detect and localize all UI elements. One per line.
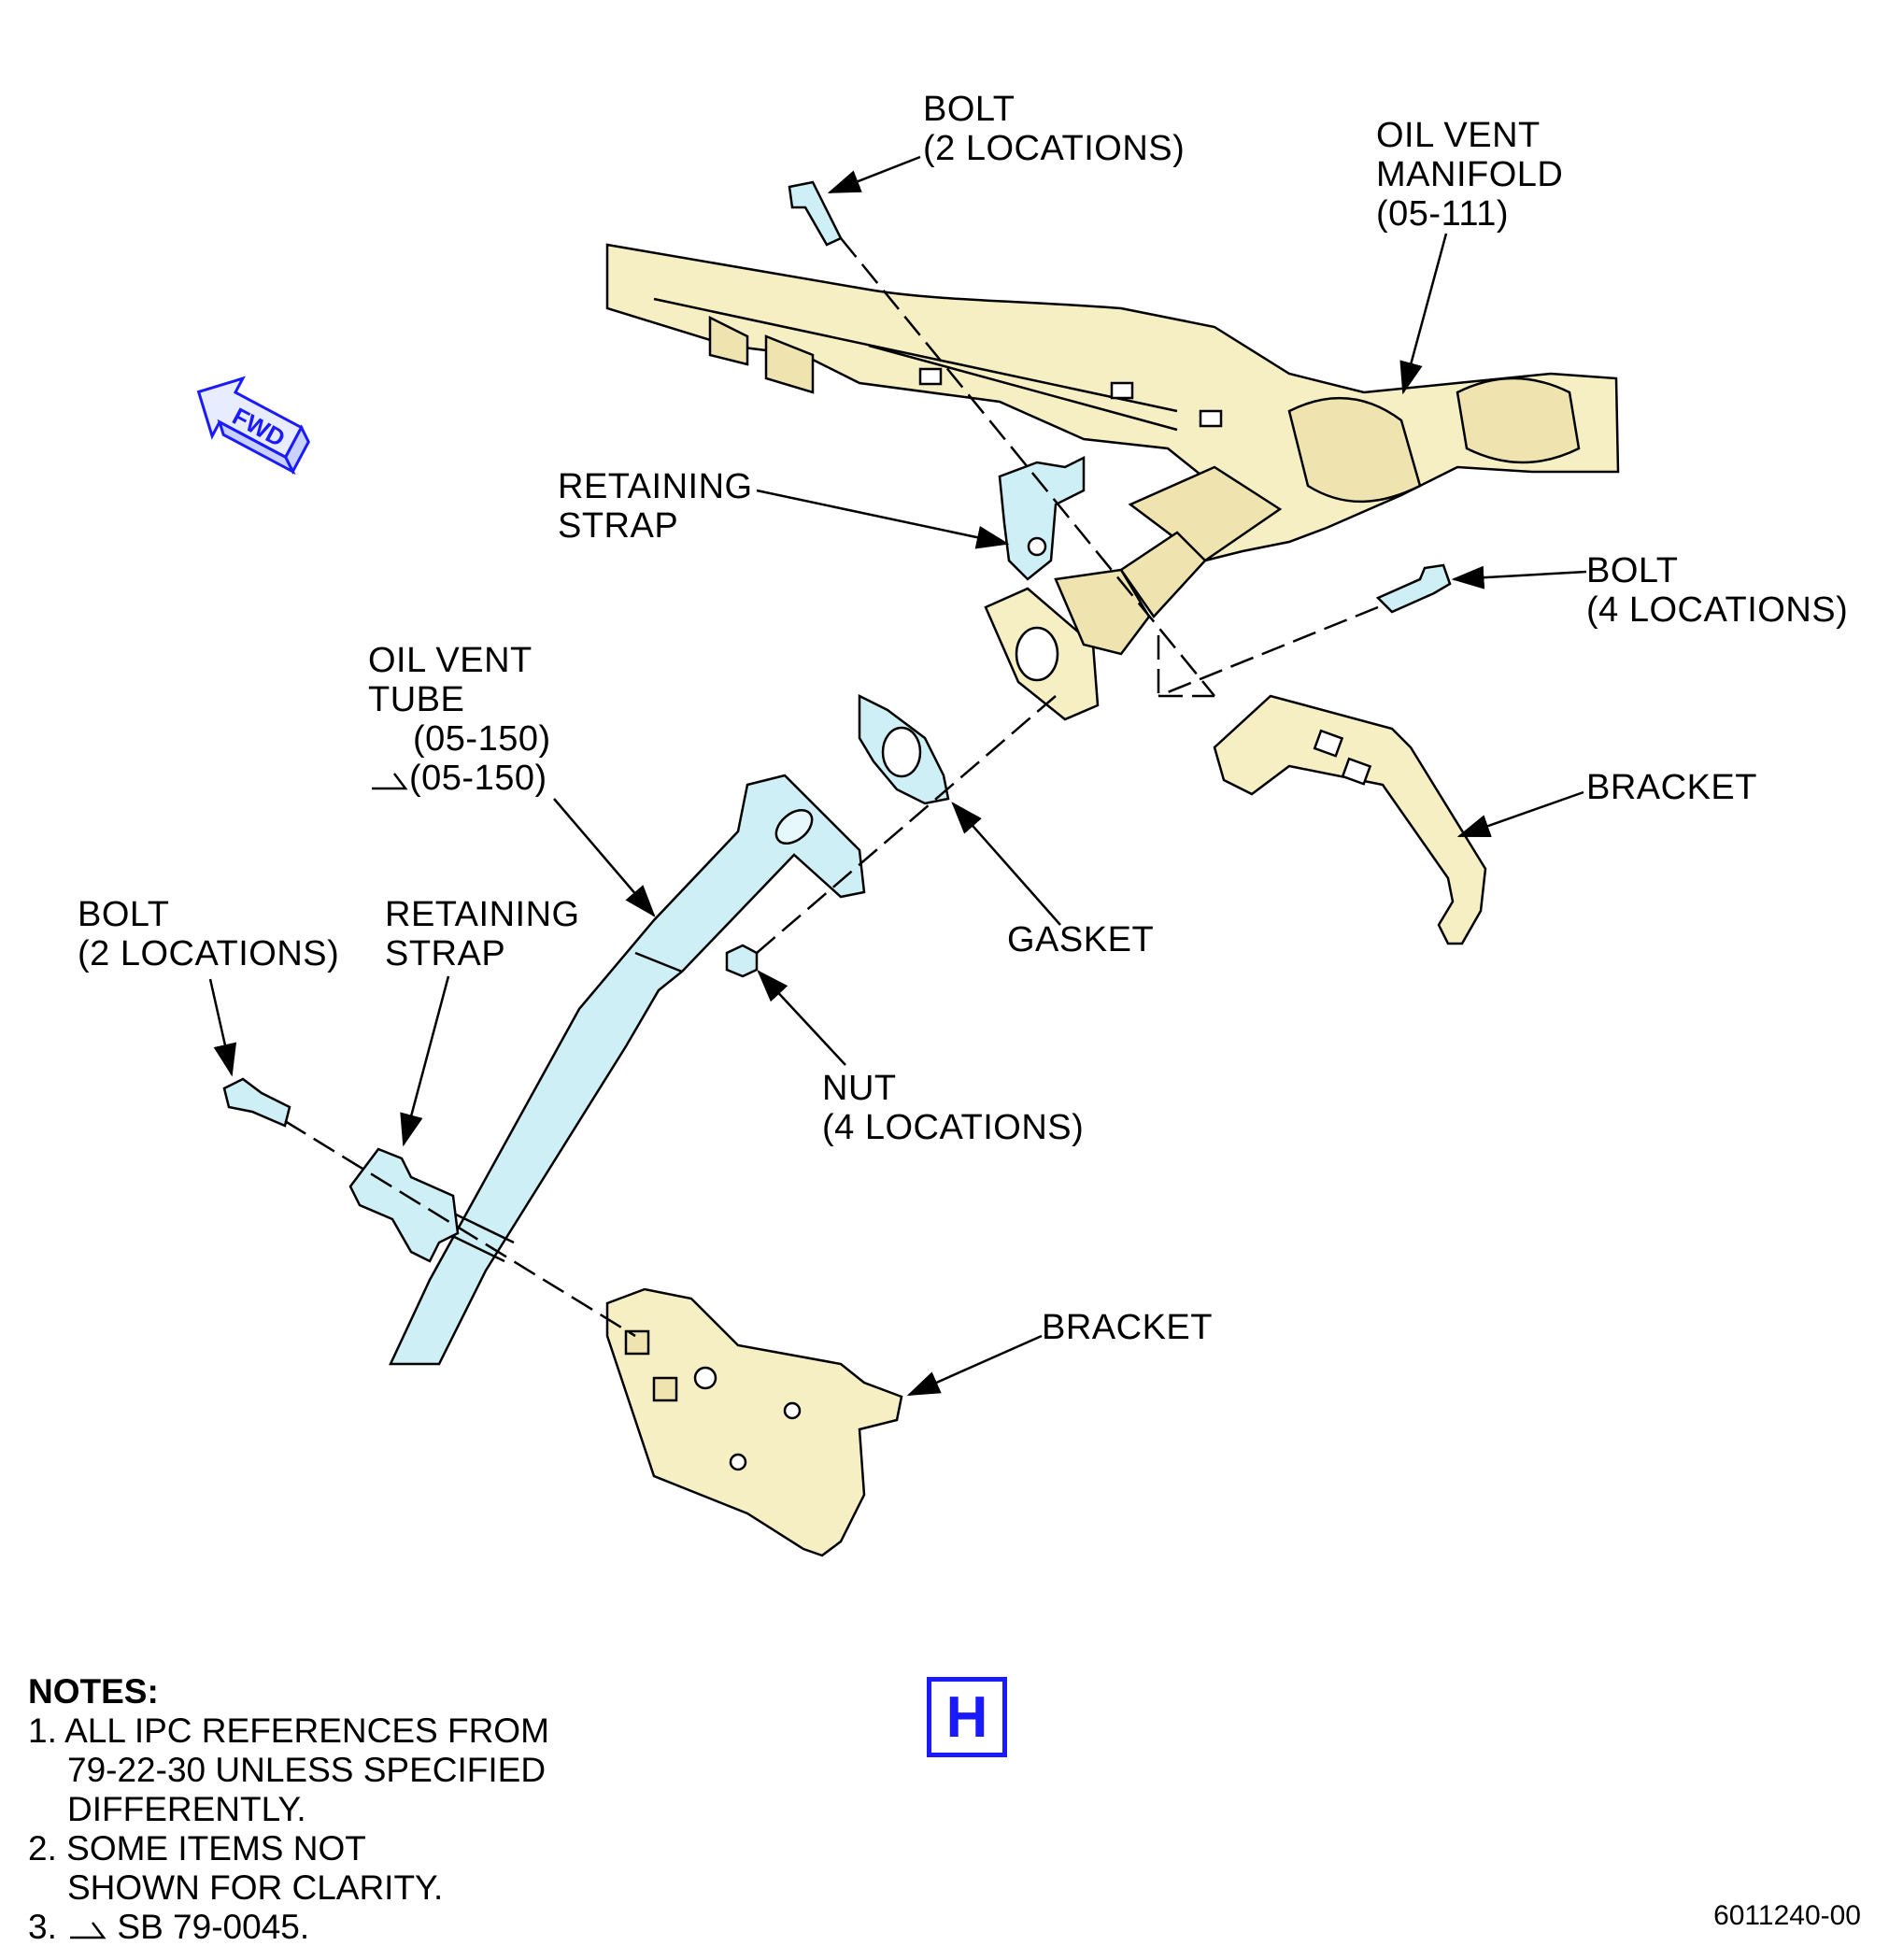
note-2: 2. SOME ITEMS NOT — [28, 1829, 366, 1868]
sb-reference-line: (05-150) — [368, 759, 551, 798]
bracket-lower-label: BRACKET — [1042, 1308, 1213, 1347]
oil-vent-manifold — [605, 243, 1620, 562]
oil-vent-tube-label: OIL VENT TUBE (05-150) (05-150) — [368, 641, 551, 798]
notes-block: NOTES: 1. ALL IPC REFERENCES FROM 79-22-… — [28, 1672, 549, 1946]
gasket — [858, 693, 950, 805]
service-bulletin-triangle-icon — [70, 1922, 107, 1939]
oil-vent-tube — [389, 774, 866, 1366]
bracket-right-label: BRACKET — [1586, 768, 1757, 807]
lower-retaining-strap — [348, 1147, 460, 1263]
note-1: 1. ALL IPC REFERENCES FROM — [28, 1711, 549, 1750]
right-bolt — [1375, 563, 1452, 614]
view-letter-box: H — [927, 1677, 1007, 1757]
top-bolt — [788, 180, 843, 247]
oil-vent-manifold-label: OIL VENT MANIFOLD (05-111) — [1376, 116, 1564, 234]
nut — [725, 944, 759, 978]
leader-lines — [208, 155, 1587, 1397]
figure-number: 6011240-00 — [1713, 1900, 1861, 1931]
bolt-right-label: BOLT (4 LOCATIONS) — [1586, 551, 1849, 630]
service-bulletin-triangle-icon — [372, 773, 408, 790]
left-bolt — [222, 1077, 291, 1128]
notes-title: NOTES: — [28, 1672, 159, 1711]
note-3: 3. SB 79-0045. — [28, 1908, 310, 1946]
upper-retaining-strap — [998, 455, 1086, 581]
nut-label: NUT (4 LOCATIONS) — [822, 1069, 1085, 1147]
bolt-top-label: BOLT (2 LOCATIONS) — [923, 90, 1186, 168]
assembly-lines — [284, 237, 1379, 1338]
bolt-left-label: BOLT (2 LOCATIONS) — [78, 895, 340, 973]
lower-bracket — [605, 1287, 903, 1557]
gasket-label: GASKET — [1007, 920, 1155, 959]
right-bracket — [1213, 694, 1487, 945]
retaining-strap-upper-label: RETAINING STRAP — [558, 467, 753, 546]
manifold-flange — [984, 531, 1207, 721]
forward-arrow-icon: FWD — [196, 376, 310, 476]
retaining-strap-lower-label: RETAINING STRAP — [385, 895, 580, 973]
